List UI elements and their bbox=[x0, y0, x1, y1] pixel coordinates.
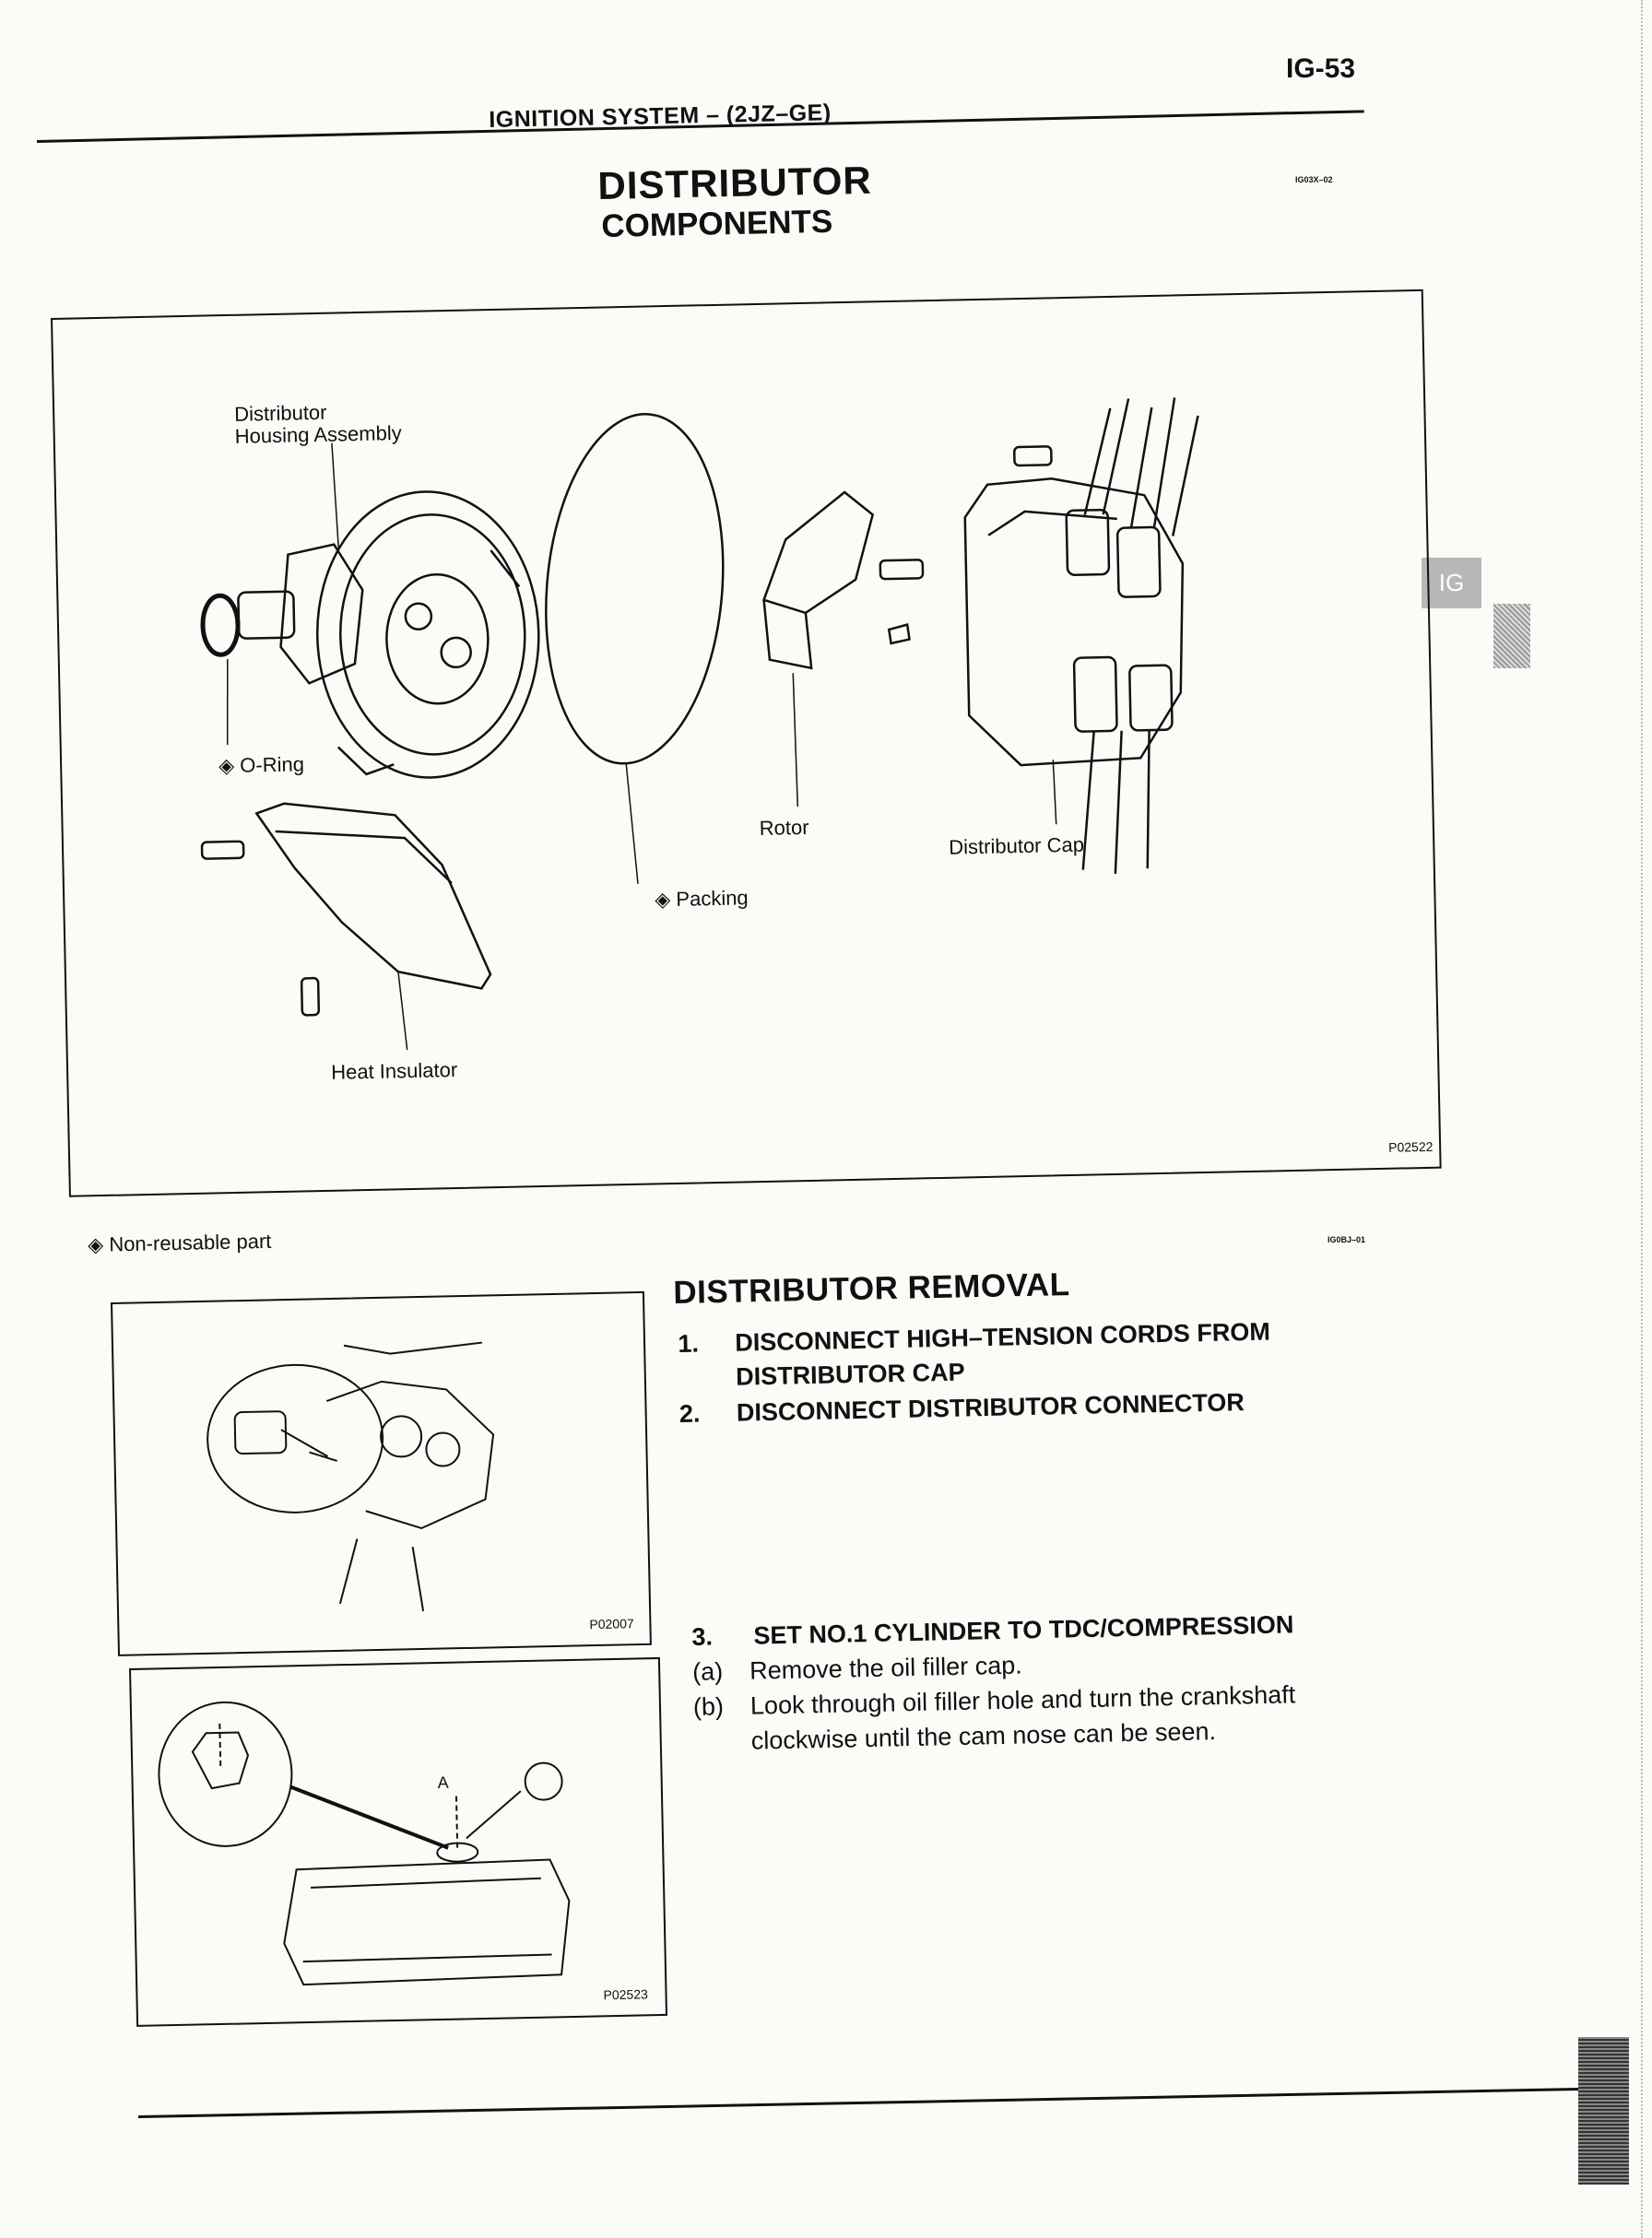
figure-oil-filler: A P02523 bbox=[129, 1656, 668, 2027]
removal-ref-code: IG0BJ–01 bbox=[1328, 1235, 1366, 1244]
page-number: IG-53 bbox=[1286, 53, 1356, 84]
cap-leader bbox=[1052, 760, 1057, 825]
packing-leader bbox=[625, 763, 639, 884]
figure-number: P02523 bbox=[603, 1986, 648, 2003]
page-title: DISTRIBUTOR bbox=[597, 158, 873, 207]
label-distributor-cap: Distributor Cap bbox=[948, 832, 1085, 859]
label-o-ring: ◈ O-Ring bbox=[218, 752, 305, 778]
step-number: 1. bbox=[678, 1329, 700, 1358]
figure-number: P02522 bbox=[1387, 1138, 1434, 1155]
heat-insulator-drawing bbox=[200, 802, 492, 1017]
marker-a: A bbox=[437, 1773, 448, 1792]
rotor-drawing bbox=[761, 490, 925, 670]
step-number: 3. bbox=[691, 1622, 714, 1651]
legend-non-reusable: ◈ Non-reusable part bbox=[88, 1229, 272, 1256]
label-packing: ◈ Packing bbox=[655, 886, 749, 912]
removal-steps: 1. DISCONNECT HIGH–TENSION CORDS FROM DI… bbox=[678, 1313, 1380, 1431]
housing-leader bbox=[331, 442, 340, 549]
components-figure: Distributor Housing Assembly ◈ O-Ring Ro… bbox=[51, 289, 1442, 1197]
step-3: 3. SET NO.1 CYLINDER TO TDC/COMPRESSION … bbox=[691, 1603, 1478, 1760]
substep-text: Remove the oil filler cap. bbox=[749, 1651, 1023, 1685]
label-heat-insulator: Heat Insulator bbox=[330, 1057, 458, 1084]
o-ring-leader bbox=[226, 659, 229, 746]
bottom-rule bbox=[138, 2087, 1604, 2118]
step-text: DISCONNECT HIGH–TENSION CORDS FROM DISTR… bbox=[735, 1317, 1271, 1391]
packing-drawing bbox=[545, 413, 725, 765]
substep-text: Look through oil filler hole and turn th… bbox=[749, 1680, 1296, 1755]
figure-number: P02007 bbox=[589, 1616, 634, 1632]
removal-title: DISTRIBUTOR REMOVAL bbox=[673, 1266, 1070, 1311]
o-ring-drawing bbox=[200, 593, 241, 657]
step-1: 1. DISCONNECT HIGH–TENSION CORDS FROM DI… bbox=[678, 1313, 1379, 1396]
substep-label: (a) bbox=[691, 1657, 724, 1686]
housing-drawing bbox=[237, 490, 540, 779]
step-number: 2. bbox=[678, 1399, 701, 1428]
tab-shading bbox=[1493, 604, 1530, 668]
components-drawing bbox=[200, 397, 1199, 1051]
connector-drawing bbox=[206, 1341, 495, 1612]
rotor-leader bbox=[792, 673, 799, 807]
oil-filler-drawing: A bbox=[158, 1701, 571, 1986]
substep-label: (b) bbox=[692, 1692, 725, 1721]
cap-drawing bbox=[963, 397, 1199, 875]
label-housing: Distributor Housing Assembly bbox=[233, 400, 402, 448]
scan-edge-dots bbox=[1641, 0, 1645, 2238]
label-rotor: Rotor bbox=[759, 815, 809, 841]
heat-insulator-leader bbox=[397, 972, 408, 1051]
components-ref-code: IG03X–02 bbox=[1295, 175, 1333, 184]
page-subtitle: COMPONENTS bbox=[601, 203, 833, 244]
figure-connector: P02007 bbox=[111, 1290, 652, 1656]
corner-shading bbox=[1578, 2037, 1629, 2185]
section-tab: IG bbox=[1422, 558, 1481, 608]
